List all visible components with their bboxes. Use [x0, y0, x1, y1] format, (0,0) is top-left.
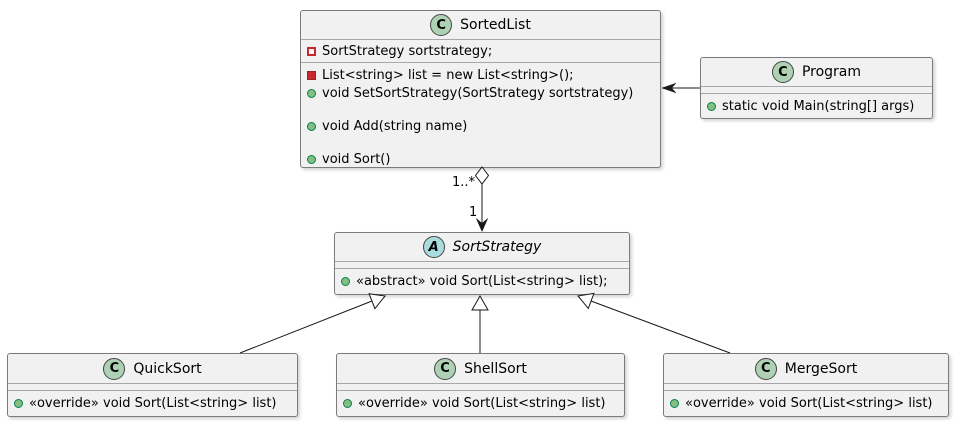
class-letter-icon: C — [771, 61, 794, 83]
member-text: «abstract» void Sort(List<string> list); — [356, 273, 608, 289]
compartment-divider — [664, 390, 948, 391]
public-method-circle-icon — [14, 398, 23, 408]
class-name: SortedList — [460, 17, 531, 33]
compartment-divider — [301, 62, 660, 63]
member-text: void Sort() — [322, 151, 391, 167]
class-header: C SortedList — [301, 11, 660, 39]
member-row: «override» void Sort(List<string> list) — [14, 394, 291, 412]
member-text: static void Main(string[] args) — [722, 98, 915, 114]
generalization-triangle-icon — [368, 293, 386, 310]
abstract-letter-icon: A — [422, 236, 445, 258]
member-row: void Sort() — [307, 150, 654, 168]
methods-compartment: «override» void Sort(List<string> list) — [337, 391, 624, 415]
public-method-circle-icon — [307, 88, 316, 98]
member-text: «override» void Sort(List<string> list) — [358, 395, 606, 411]
association-program-to-sortedlist — [661, 82, 700, 94]
methods-compartment: «override» void Sort(List<string> list) — [8, 391, 297, 415]
compartment-divider — [701, 93, 932, 94]
methods-compartment: «override» void Sort(List<string> list) — [664, 391, 948, 415]
arrowhead-icon — [661, 82, 677, 94]
class-letter-icon: C — [103, 357, 126, 380]
member-text: void Add(string name) — [322, 118, 468, 134]
class-sortstrategy: A SortStrategy «abstract» void Sort(List… — [334, 232, 630, 295]
generalization-triangle-icon — [577, 292, 595, 310]
generalization-triangle-icon — [471, 294, 489, 311]
public-method-circle-icon — [341, 276, 350, 286]
class-name: ShellSort — [464, 360, 527, 377]
public-method-circle-icon — [707, 101, 716, 111]
class-name: Program — [801, 64, 862, 80]
field-text: SortStrategy sortstrategy; — [322, 43, 493, 59]
class-mergesort: C MergeSort «override» void Sort(List<st… — [663, 353, 949, 417]
member-row: static void Main(string[] args) — [707, 97, 926, 115]
multiplicity-source-label: 1..* — [452, 175, 476, 190]
public-method-circle-icon — [343, 398, 352, 408]
member-row: «override» void Sort(List<string> list) — [343, 394, 618, 412]
methods-compartment: List<string> list = new List<string>(); … — [301, 63, 660, 171]
public-method-circle-icon — [670, 398, 679, 408]
private-filled-square-icon — [307, 70, 316, 80]
compartment-divider — [337, 383, 624, 384]
class-letter-icon: C — [430, 14, 453, 36]
member-text: «override» void Sort(List<string> list) — [29, 395, 277, 411]
compartment-divider — [335, 268, 629, 269]
methods-compartment: static void Main(string[] args) — [701, 94, 932, 118]
field-row: SortStrategy sortstrategy; — [307, 42, 654, 60]
aggregation-sortedlist-to-sortstrategy — [474, 166, 490, 233]
generalization-quicksort-to-sortstrategy — [239, 293, 386, 354]
generalization-shellsort-to-sortstrategy — [471, 294, 489, 353]
public-method-circle-icon — [307, 121, 316, 131]
private-field-hollow-square-icon — [307, 46, 316, 56]
class-name: QuickSort — [133, 360, 202, 377]
class-shellsort: C ShellSort «override» void Sort(List<st… — [336, 353, 625, 417]
generalization-mergesort-to-sortstrategy — [577, 292, 731, 354]
compartment-divider — [664, 383, 948, 384]
class-name: MergeSort — [784, 360, 858, 377]
class-header: C Program — [701, 58, 932, 86]
spacer — [307, 135, 654, 150]
member-row: List<string> list = new List<string>(); — [307, 66, 654, 84]
member-row: «abstract» void Sort(List<string> list); — [341, 272, 623, 290]
methods-compartment: «abstract» void Sort(List<string> list); — [335, 269, 629, 293]
member-row: void Add(string name) — [307, 117, 654, 135]
class-header: C MergeSort — [664, 354, 948, 383]
compartment-divider — [301, 39, 660, 40]
member-text: void SetSortStrategy(SortStrategy sortst… — [322, 85, 634, 101]
compartment-divider — [337, 390, 624, 391]
member-text: List<string> list = new List<string>(); — [322, 67, 574, 83]
member-text: «override» void Sort(List<string> list) — [685, 395, 933, 411]
class-header: C ShellSort — [337, 354, 624, 383]
compartment-divider — [335, 261, 629, 262]
class-sortedlist: C SortedList SortStrategy sortstrategy; … — [300, 10, 661, 168]
public-method-circle-icon — [307, 154, 316, 164]
compartment-divider — [701, 86, 932, 87]
class-quicksort: C QuickSort «override» void Sort(List<st… — [7, 353, 298, 417]
arrowhead-icon — [476, 218, 488, 233]
class-header: A SortStrategy — [335, 233, 629, 261]
member-row: «override» void Sort(List<string> list) — [670, 394, 942, 412]
spacer — [307, 102, 654, 117]
fields-compartment: SortStrategy sortstrategy; — [301, 40, 660, 62]
class-header: C QuickSort — [8, 354, 297, 383]
class-name: SortStrategy — [452, 239, 542, 255]
class-letter-icon: C — [754, 357, 777, 380]
multiplicity-target-label: 1 — [469, 205, 478, 220]
compartment-divider — [8, 383, 297, 384]
compartment-divider — [8, 390, 297, 391]
class-program: C Program static void Main(string[] args… — [700, 57, 933, 119]
member-row: void SetSortStrategy(SortStrategy sortst… — [307, 84, 654, 102]
class-letter-icon: C — [434, 357, 457, 380]
